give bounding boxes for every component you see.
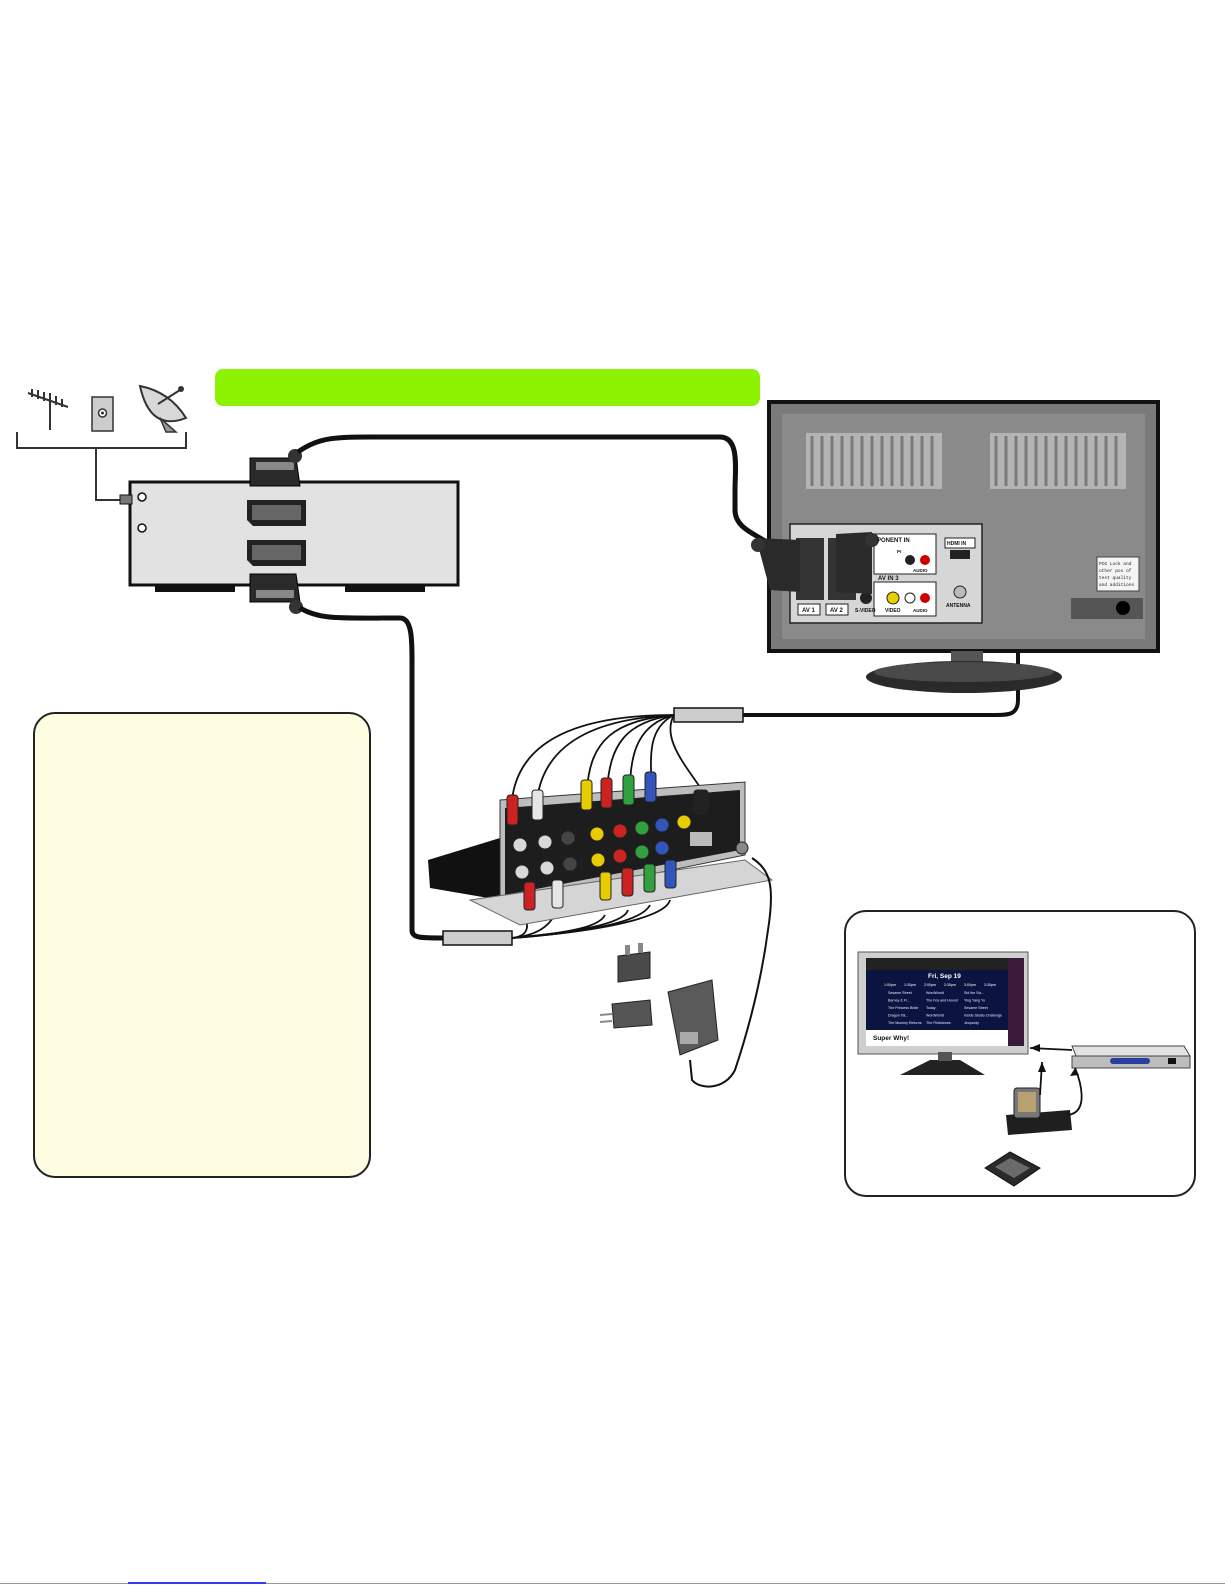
- rca-jacks: [512, 814, 692, 880]
- guide-program: The Princess Bride: [888, 1006, 918, 1010]
- guide-program: Today: [926, 1006, 936, 1010]
- notes-panel: [33, 712, 371, 1178]
- guide-program: The Flintstones: [926, 1021, 951, 1025]
- satellite-dish-icon: [138, 384, 188, 433]
- guide-time: 3:30pm: [984, 983, 996, 987]
- guide-program: Barney & Fr...: [888, 999, 910, 1003]
- source-bracket: [16, 432, 187, 449]
- power-adapter-icon: [599, 943, 719, 1056]
- guide-program: WordWorld: [926, 1014, 944, 1018]
- footer-link-underline[interactable]: [128, 1582, 266, 1584]
- aerial-cable: [95, 448, 120, 501]
- label-pr: Pr: [897, 549, 902, 554]
- guide-program: The Fox and Hound: [926, 999, 958, 1003]
- sticker-line-3: test quality: [1099, 575, 1132, 581]
- scart-cable-top: [296, 434, 772, 547]
- footer-rule: [0, 1583, 1225, 1584]
- rca-plugs-bottom: [523, 859, 677, 911]
- guide-program: Dragon Tal...: [888, 1014, 908, 1018]
- label-hdmi-in: HDMI IN: [947, 541, 967, 547]
- inset-tv: [857, 951, 1029, 1075]
- label-audio-1: AUDIO: [913, 568, 928, 573]
- guide-program: Inside Studio Challenge: [964, 1014, 1002, 1018]
- label-av-2: AV 2: [830, 608, 844, 614]
- wall-socket-icon: [91, 396, 114, 432]
- tv-rear-panel: [767, 400, 1160, 693]
- guide-time-row: 1:00pm 1:30pm 2:00pm 2:30pm 3:00pm 3:30pm: [884, 983, 996, 987]
- guide-program: Sesame Street: [888, 991, 912, 995]
- label-component-in: PONENT IN: [877, 538, 910, 544]
- scart-cable-bottom: [298, 605, 446, 941]
- keyboard-remote-icon: [984, 1151, 1041, 1187]
- cable-tag-box: [442, 930, 513, 946]
- power-cable: [689, 857, 773, 1088]
- label-audio-2: AUDIO: [913, 608, 928, 613]
- guide-program: Ying Yang Yo: [964, 999, 985, 1003]
- tv-scart-plugs: [751, 532, 879, 594]
- inset-arrows: [1030, 1044, 1079, 1076]
- guide-time: 2:00pm: [924, 983, 936, 987]
- title-banner: [215, 369, 760, 406]
- inset-date: Fri, Sep 19: [928, 973, 961, 980]
- guide-program: Sesame Street: [964, 1006, 988, 1010]
- guide-time: 2:30pm: [944, 983, 956, 987]
- guide-program: Jeopardy: [964, 1021, 979, 1025]
- label-antenna: ANTENNA: [946, 603, 971, 609]
- guide-time: 3:00pm: [964, 983, 976, 987]
- label-video: VIDEO: [885, 608, 901, 614]
- guide-time: 1:30pm: [904, 983, 916, 987]
- inset-set-top-box: [1071, 1045, 1191, 1069]
- tv-sticker-text: PCG Lock and other pos of test quality a…: [1099, 561, 1134, 588]
- antenna-icon: [27, 389, 69, 430]
- guide-program: WordWorld: [926, 991, 944, 995]
- label-av-in-3: AV IN 3: [878, 576, 899, 582]
- guide-program: The Mummy Returns: [888, 1021, 922, 1025]
- inset-footer-title: Super Why!: [873, 1035, 909, 1042]
- guide-time: 1:00pm: [884, 983, 896, 987]
- sticker-line-1: PCG Lock and: [1099, 561, 1132, 567]
- sticker-line-4: and additions: [1099, 582, 1134, 588]
- label-av-1: AV 1: [802, 608, 816, 614]
- guide-program: Sid the Sci...: [964, 991, 984, 995]
- cable-tag-tv: [673, 707, 744, 723]
- sticker-line-2: other pos of: [1099, 568, 1132, 574]
- label-s-video: S-VIDEO: [855, 608, 876, 614]
- inset-dock: [1006, 1087, 1072, 1135]
- scart-connector-icon: [249, 449, 303, 614]
- set-top-box: [119, 480, 460, 592]
- rca-plugs-top: [506, 771, 709, 826]
